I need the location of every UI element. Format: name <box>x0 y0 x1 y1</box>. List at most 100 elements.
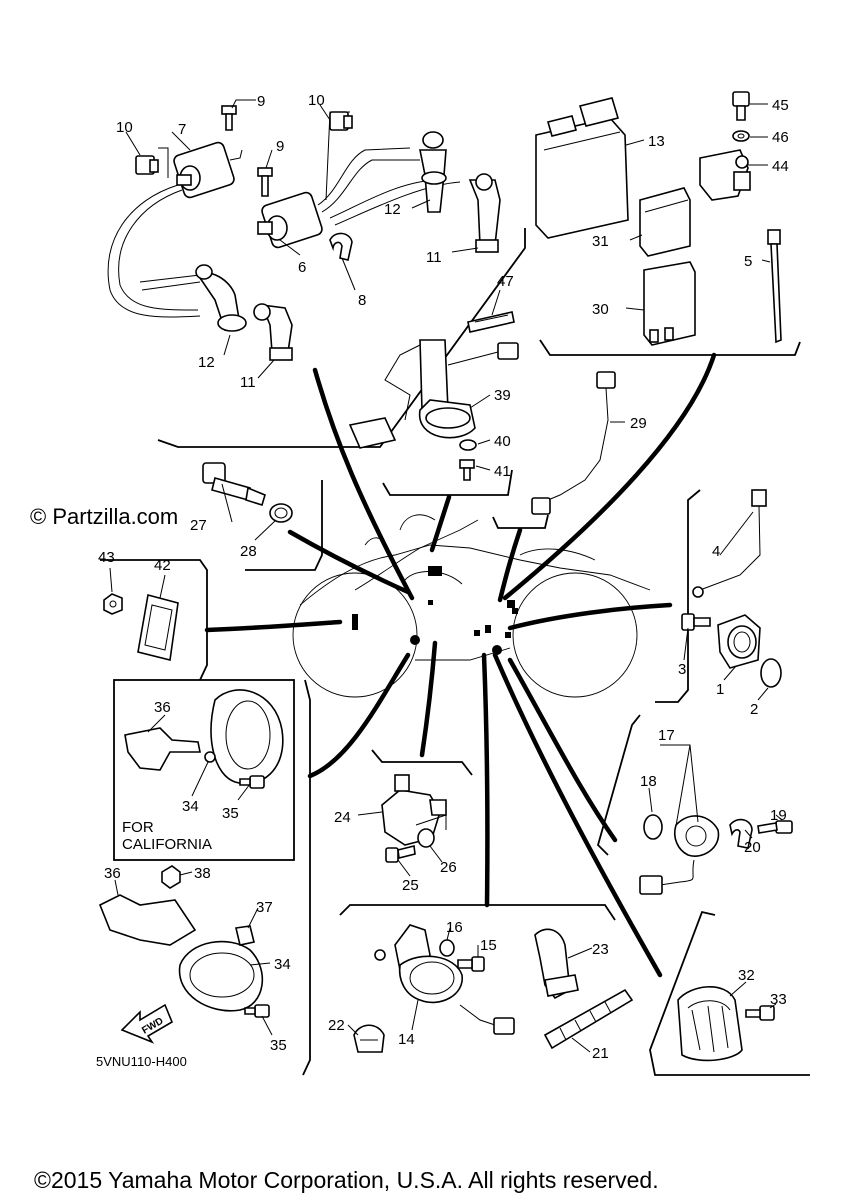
callout-24: 24 <box>334 809 351 826</box>
ignition-coil-6-icon <box>257 191 323 249</box>
frame-reflector-group <box>100 559 208 681</box>
frame-ecu-group <box>539 339 801 356</box>
sensor-44-icon <box>699 149 751 201</box>
callout-21: 21 <box>592 1045 609 1062</box>
callout-29: 29 <box>630 415 647 432</box>
stud-21-icon <box>543 988 634 1050</box>
bolt-33-icon <box>745 1005 775 1021</box>
callout-15: 15 <box>480 937 497 954</box>
horn-california-icon <box>124 689 284 789</box>
fuel-sender-39-icon <box>348 339 519 449</box>
bolt-45-icon <box>732 91 750 121</box>
washer-40-icon <box>459 439 477 451</box>
callout-35: 35 <box>222 805 239 822</box>
location-markers <box>352 566 518 655</box>
frame-fuel-sender-group <box>382 469 513 496</box>
bolt-41-icon <box>459 459 475 481</box>
callout-11: 11 <box>426 249 442 266</box>
callout-23: 23 <box>592 941 609 958</box>
high-tension-leads <box>107 147 461 318</box>
sensor-1-icon <box>717 614 761 669</box>
callout-16: 16 <box>446 919 463 936</box>
callout-40: 40 <box>494 433 511 450</box>
callout-37: 37 <box>256 899 273 916</box>
group-leader-lines <box>204 352 717 978</box>
callout-7: 7 <box>178 121 186 138</box>
horn-standard-icon <box>98 865 270 1018</box>
holder-22-icon <box>353 1024 385 1053</box>
callout-14: 14 <box>398 1031 415 1048</box>
horn-32-icon <box>677 986 743 1062</box>
callout-32: 32 <box>738 967 755 984</box>
callout-44: 44 <box>772 158 789 175</box>
california-note-line-1: FOR <box>122 819 154 836</box>
nut-43-icon <box>103 593 123 615</box>
callout-45: 45 <box>772 97 789 114</box>
o-ring-2-icon <box>760 658 782 688</box>
callout-13: 13 <box>648 133 665 150</box>
callout-28: 28 <box>240 543 257 560</box>
cable-holder-8-icon <box>329 232 353 261</box>
callout-26: 26 <box>440 859 457 876</box>
california-box <box>113 679 295 861</box>
callout-3: 3 <box>678 661 686 678</box>
wire-lead-29-icon <box>531 371 616 515</box>
spark-plug-cap-12-icon <box>419 131 447 213</box>
callout-22: 22 <box>328 1017 345 1034</box>
clip-23-icon <box>534 928 579 1000</box>
starter-relay-14-icon <box>374 924 515 1035</box>
callout-5: 5 <box>744 253 752 270</box>
callout-17: 17 <box>658 727 675 744</box>
frame-wire-lead-group <box>492 514 549 529</box>
frame-ignition-group <box>157 228 526 448</box>
washer-46-icon <box>732 130 750 142</box>
callout-10: 10 <box>116 119 133 136</box>
frame-horn-left-group <box>302 679 311 1076</box>
california-note-line-2: CALIFORNIA <box>122 836 212 853</box>
ecu-13-icon <box>535 97 629 239</box>
reflector-42-icon <box>137 594 179 661</box>
callout-36: 36 <box>104 865 121 882</box>
callout-labels: 9 10 10 7 9 6 8 12 11 12 11 13 31 30 5 4… <box>98 92 789 1062</box>
callout-19: 19 <box>770 807 787 824</box>
o-ring-18-icon <box>643 814 663 840</box>
washer-26-icon <box>417 828 435 848</box>
sensor-17-icon <box>639 815 720 895</box>
callout-38: 38 <box>194 865 211 882</box>
callout-11: 11 <box>240 374 256 391</box>
bolt-9b-icon <box>257 167 273 197</box>
callout-4: 4 <box>712 543 720 560</box>
spark-plug-cap-11-icon <box>468 173 501 253</box>
callout-25: 25 <box>402 877 419 894</box>
callout-35: 35 <box>270 1037 287 1054</box>
gasket-47-icon <box>467 311 515 333</box>
callout-27: 27 <box>190 517 207 534</box>
motorcycle-silhouette-icon <box>292 514 651 698</box>
frame-sensor-24-group <box>371 749 473 776</box>
callout-1: 1 <box>716 681 724 698</box>
relay-31-icon <box>639 187 691 257</box>
ignition-coil-7-icon <box>173 141 243 199</box>
callout-12: 12 <box>198 354 215 371</box>
spark-plug-cap-12b-icon <box>195 264 247 332</box>
bolt-9-icon <box>221 105 237 131</box>
callout-46: 46 <box>772 129 789 146</box>
callout-39: 39 <box>494 387 511 404</box>
diagram-code: 5VNU110-H400 <box>96 1054 187 1069</box>
callout-43: 43 <box>98 549 115 566</box>
spark-plug-cap-11b-icon <box>253 303 293 361</box>
sensor-24-icon <box>381 774 447 846</box>
callout-10: 10 <box>308 92 325 109</box>
fwd-arrow-icon <box>120 1003 174 1044</box>
clamp-20-icon <box>729 818 753 849</box>
relay-30-icon <box>643 261 696 346</box>
callout-42: 42 <box>154 557 171 574</box>
callout-9: 9 <box>276 138 284 155</box>
frame-pressure-switch-group <box>245 480 323 571</box>
callout-34: 34 <box>182 798 199 815</box>
copyright: ©2015 Yamaha Motor Corporation, U.S.A. A… <box>34 1167 659 1193</box>
callout-20: 20 <box>744 839 761 856</box>
callout-8: 8 <box>358 292 366 309</box>
watermark: © Partzilla.com <box>30 504 178 529</box>
washer-16-icon <box>439 939 455 957</box>
